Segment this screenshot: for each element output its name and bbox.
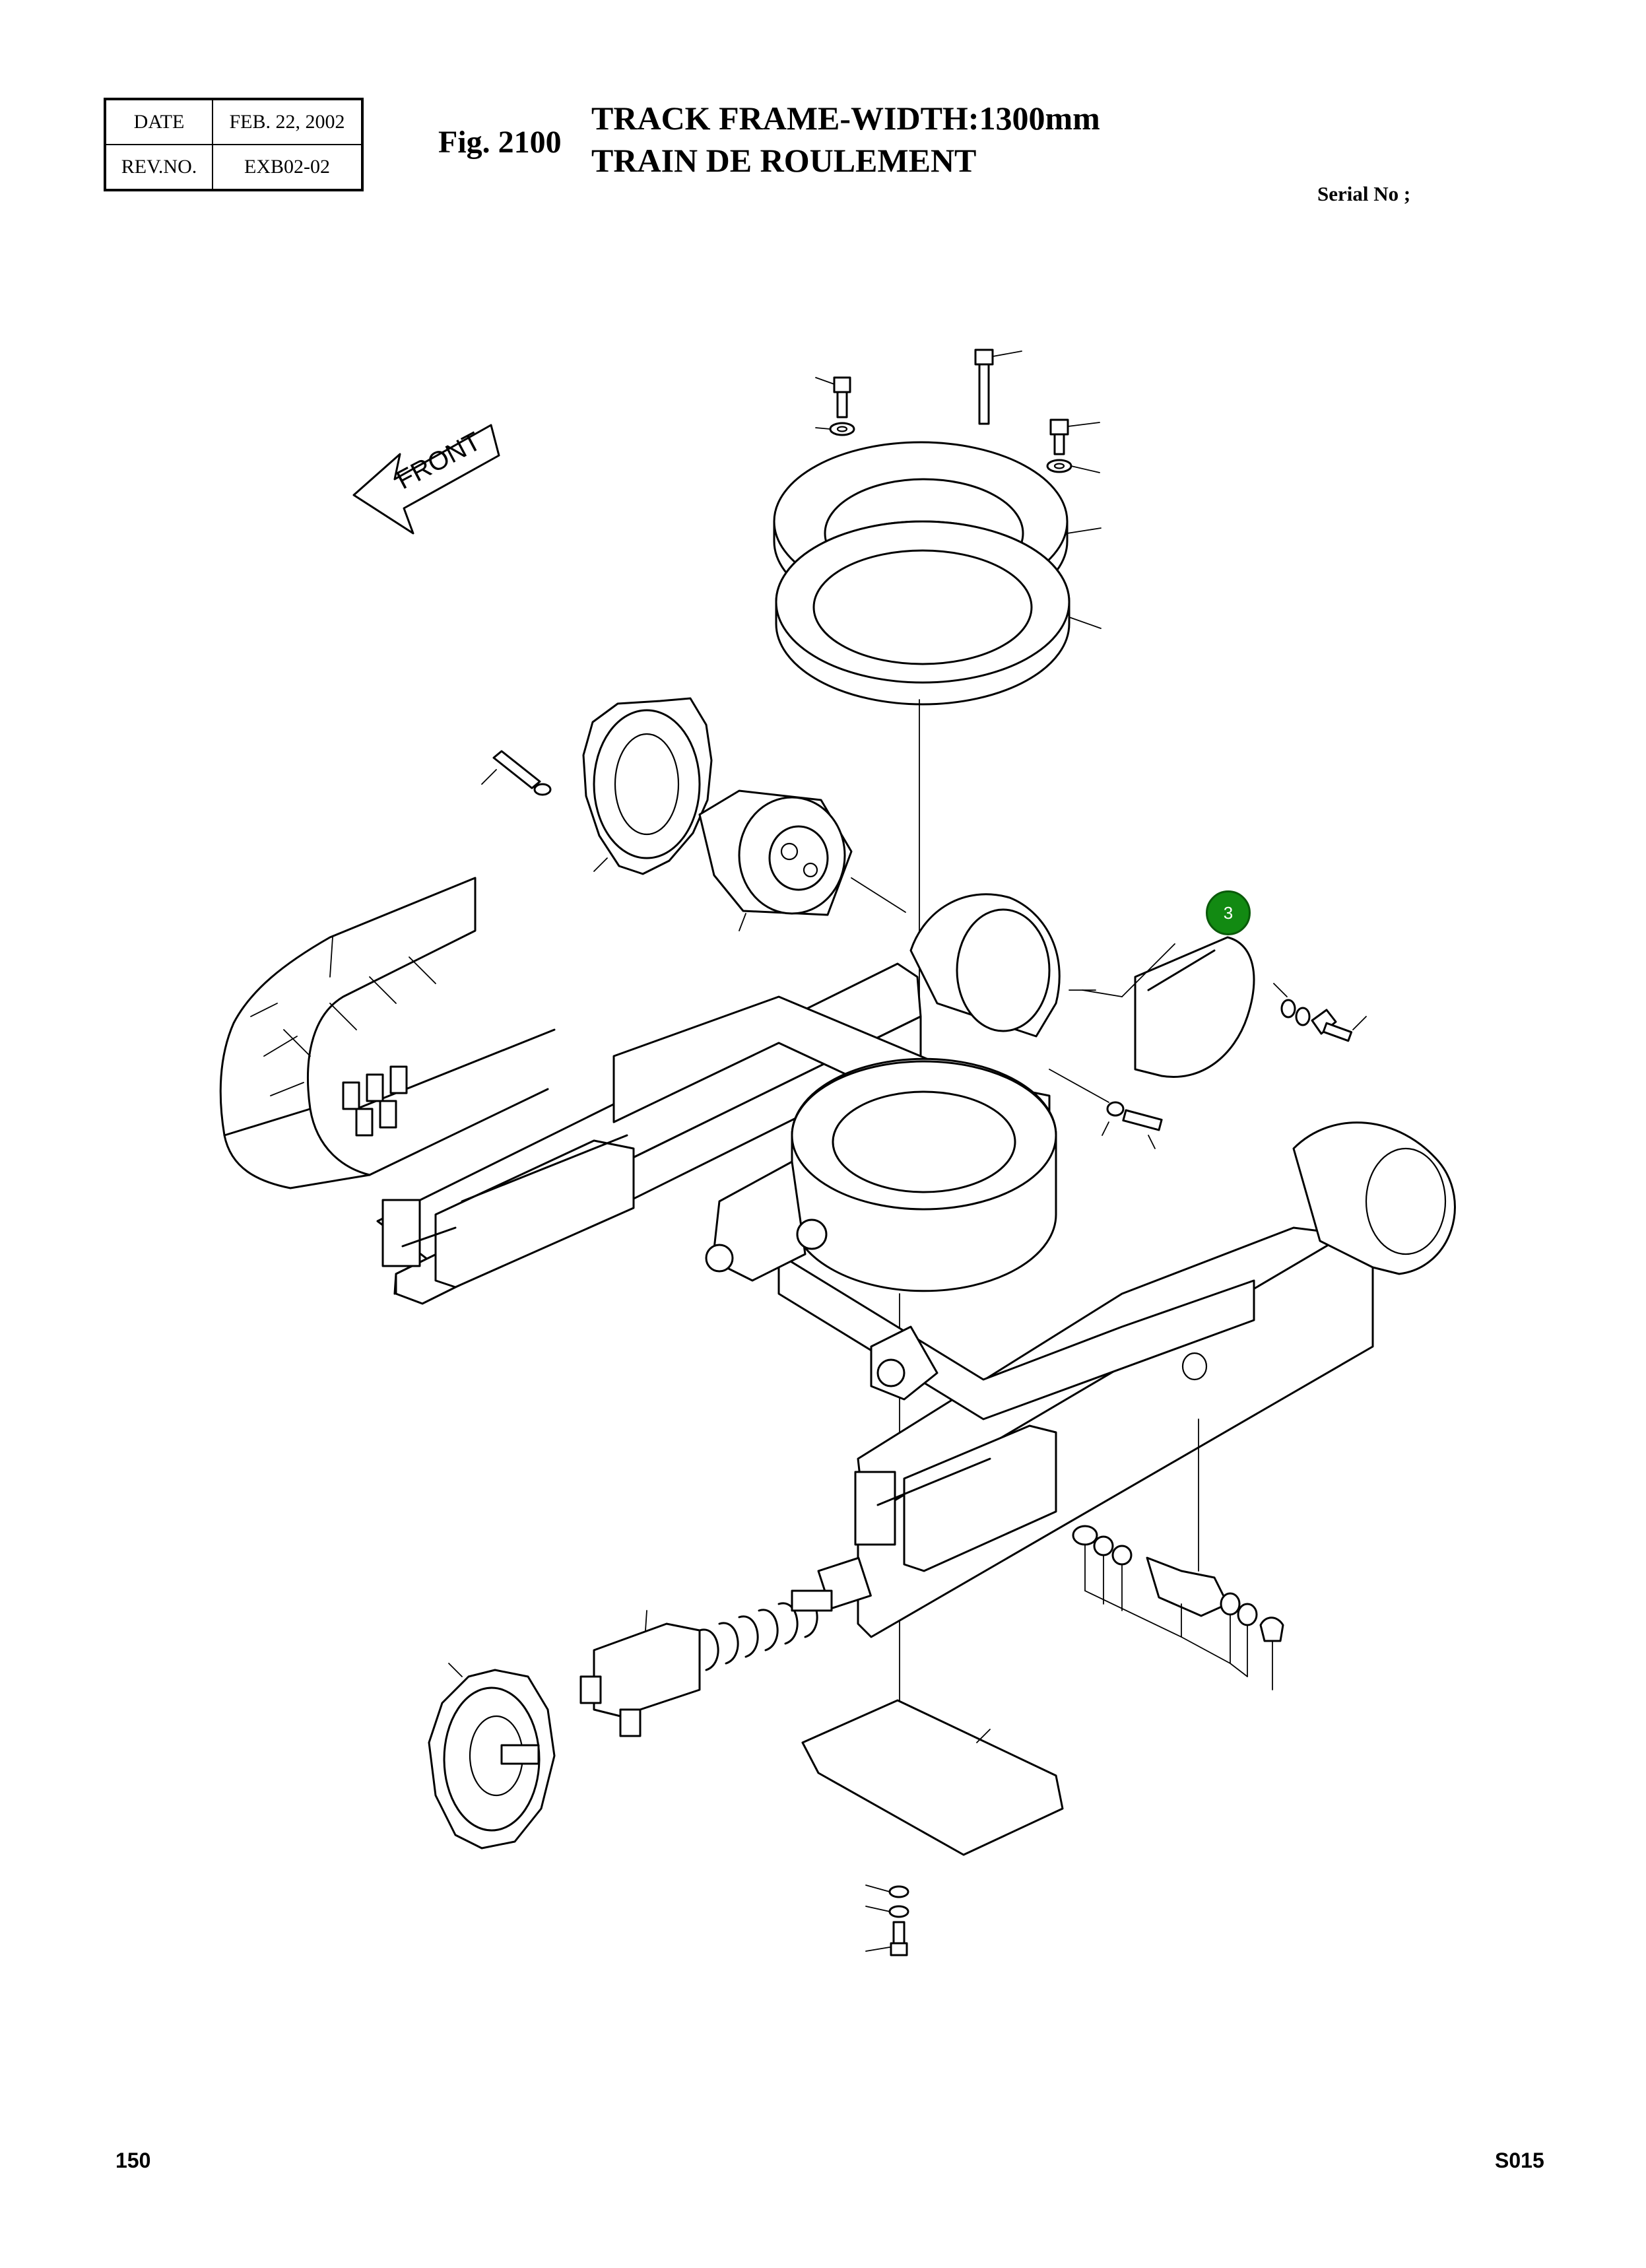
front-arrow-icon: FRONT	[352, 424, 500, 535]
bearing-ring-lower	[775, 520, 1102, 706]
date-value: FEB. 22, 2002	[212, 98, 363, 145]
rev-value: EXB02-02	[212, 144, 363, 191]
cover-bolt-icon	[1273, 983, 1367, 1042]
recoil-spring-assembly	[579, 1556, 872, 1737]
rubber-track	[219, 877, 556, 1189]
bolt-icon	[974, 349, 1022, 425]
grease-fitting-assembly	[1072, 1525, 1284, 1690]
track-frame	[376, 893, 1456, 1638]
plate-bolt-icon	[865, 1884, 909, 1956]
bolt-icon	[1046, 418, 1100, 473]
under-cover-plate	[801, 1699, 1064, 1856]
drive-sprocket	[582, 697, 713, 875]
bolt-icon	[815, 376, 855, 436]
callout-badge[interactable]: 3	[1206, 890, 1251, 935]
figure-title: TRACK FRAME-WIDTH:1300mm	[591, 100, 1100, 137]
idler-wheel	[428, 1663, 556, 1850]
figure-subtitle: TRAIN DE ROULEMENT	[591, 142, 977, 179]
revision-table: DATE FEB. 22, 2002 REV.NO. EXB02-02	[104, 98, 364, 191]
date-label: DATE	[104, 98, 213, 145]
rev-label: REV.NO.	[104, 144, 213, 191]
cover-plate	[1069, 936, 1255, 1078]
sprocket-bolt-icon	[481, 750, 552, 796]
page-number: 150	[115, 2149, 151, 2172]
document-code: S015	[1495, 2149, 1544, 2172]
track-links-icon	[342, 1065, 408, 1137]
serial-number-label: Serial No ;	[1317, 182, 1411, 205]
travel-motor	[698, 789, 906, 931]
frame-bolt-icon	[1049, 1069, 1163, 1149]
figure-number: Fig. 2100	[438, 125, 562, 160]
